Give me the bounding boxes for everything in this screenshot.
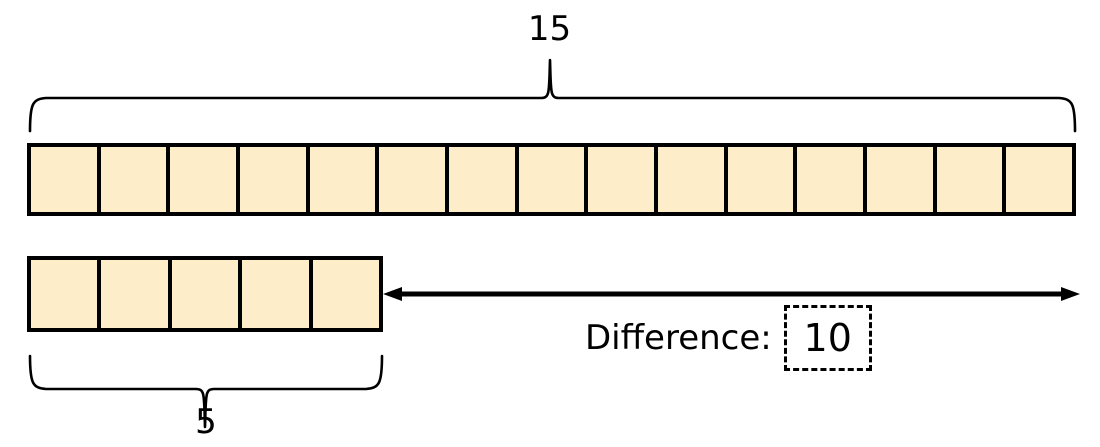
top-bar-cell [518,147,585,212]
top-bar-cell [936,147,1003,212]
bottom-bar-cell [31,260,98,328]
top-bar-cell [379,147,446,212]
top-bar [27,143,1076,216]
top-bar-cell [309,147,376,212]
top-bar-cell [727,147,794,212]
difference-row: Difference: 10 [585,305,872,371]
bottom-bar-cell [242,260,309,328]
top-bar-cell [31,147,97,212]
bottom-bar-total-label: 5 [195,402,217,442]
top-bar-cell [867,147,933,212]
top-brace-icon [28,58,1077,133]
top-bar-cell [797,147,864,212]
top-bar-cell [449,147,515,212]
top-bar-total-label: 15 [527,9,572,49]
bottom-bar-cell [171,260,239,328]
bottom-bar [27,256,383,332]
top-bar-cell [240,147,306,212]
bottom-bar-cell [101,260,168,328]
top-bar-cell [588,147,655,212]
difference-answer-box[interactable]: 10 [783,305,872,371]
top-bar-cell [170,147,237,212]
top-bar-cell [658,147,724,212]
bottom-bar-cell [312,260,380,328]
difference-label: Difference: [585,318,772,358]
top-bar-cell [100,147,167,212]
top-bar-cell [1006,147,1073,212]
bottom-brace-icon [28,354,384,429]
difference-arrow-icon [383,287,1080,301]
difference-value: 10 [803,316,852,360]
